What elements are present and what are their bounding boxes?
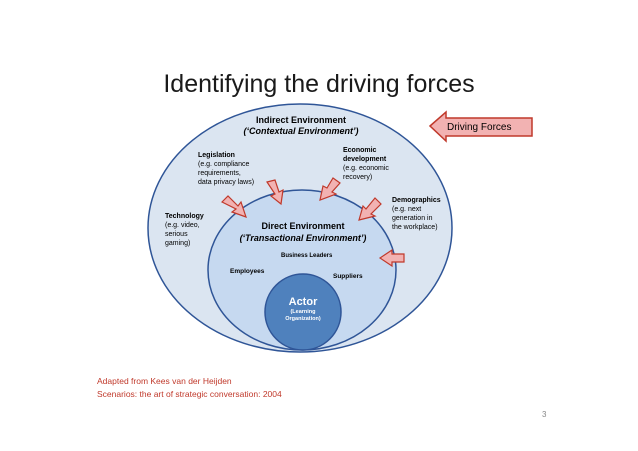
demographics-title: Demographics [392, 197, 441, 204]
arrow-technology [220, 195, 247, 218]
footer-credit: Adapted from Kees van der Heijden [97, 376, 232, 386]
legislation-label: Legislation (e.g. compliance requirement… [198, 151, 254, 187]
actor-circle [264, 273, 342, 351]
arrow-demographics [358, 197, 382, 221]
suppliers-label: Suppliers [333, 273, 363, 280]
driving-forces-arrow [428, 110, 533, 143]
direct-environment-label: Direct Environment (‘Transactional Envir… [228, 220, 378, 244]
indirect-heading: Indirect Environment [255, 115, 346, 125]
economic-line: (e.g. economic [343, 165, 389, 172]
indirect-subheading: (‘Contextual Environment’) [243, 126, 359, 136]
technology-line: serious [165, 231, 188, 238]
actor-heading: Actor [288, 296, 318, 308]
demographics-line: generation in [392, 215, 433, 222]
actor-sub: (Learning [290, 309, 316, 315]
page-number: 3 [542, 410, 547, 419]
demographics-label: Demographics (e.g. next generation in th… [392, 196, 441, 232]
direct-heading: Direct Environment [261, 221, 345, 231]
actor-label: Actor (Learning Organization) [270, 296, 336, 323]
arrow-legislation [266, 179, 284, 206]
footer-source: Scenarios: the art of strategic conversa… [97, 389, 282, 399]
arrow-economic [319, 177, 341, 201]
technology-line: (e.g. video, [165, 222, 200, 229]
demographics-line: the workplace) [392, 224, 438, 231]
economic-label: Economic development (e.g. economic reco… [343, 146, 389, 182]
economic-line: recovery) [343, 174, 373, 181]
actor-sub: Organization) [285, 316, 321, 322]
technology-label: Technology (e.g. video, serious gaming) [165, 212, 204, 248]
driving-forces-label: Driving Forces [447, 122, 512, 133]
technology-line: gaming) [165, 240, 191, 247]
legislation-title: Legislation [198, 152, 235, 159]
legislation-line: (e.g. compliance [198, 161, 250, 168]
economic-title: Economic [343, 147, 377, 154]
legislation-line: requirements, [198, 170, 241, 177]
demographics-line: (e.g. next [392, 206, 422, 213]
slide-title: Identifying the driving forces [163, 70, 475, 98]
legislation-line: data privacy laws) [198, 179, 255, 186]
technology-title: Technology [165, 213, 204, 220]
business-leaders-label: Business Leaders [281, 253, 333, 259]
direct-subheading: (‘Transactional Environment’) [239, 233, 367, 243]
indirect-environment-label: Indirect Environment (‘Contextual Enviro… [236, 115, 366, 137]
employees-label: Employees [230, 268, 265, 275]
economic-title: development [343, 156, 387, 163]
arrow-suppliers [378, 248, 405, 268]
